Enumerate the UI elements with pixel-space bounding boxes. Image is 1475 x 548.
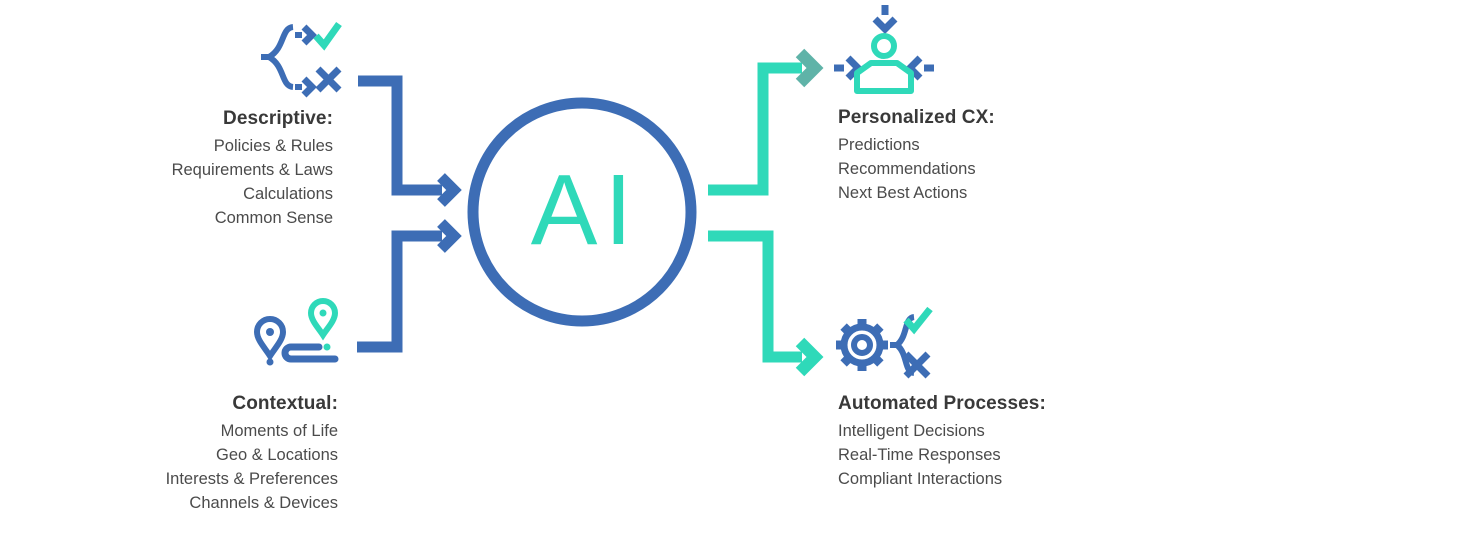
arrow-ai-to-automated-processes <box>708 230 824 377</box>
automated-processes-group: Automated Processes: Intelligent Decisio… <box>838 392 1118 491</box>
automated-processes-item: Intelligent Decisions <box>838 422 985 440</box>
descriptive-item: Policies & Rules <box>213 137 333 155</box>
descriptive-item: Common Sense <box>214 209 333 227</box>
automated-processes-item: Compliant Interactions <box>838 470 1003 488</box>
personalized-cx-item: Predictions <box>838 136 920 154</box>
descriptive-item: Requirements & Laws <box>171 161 333 179</box>
contextual-item: Moments of Life <box>220 422 338 440</box>
gear-decision-icon <box>836 306 933 379</box>
arrow-ai-to-personalized-cx <box>708 48 824 196</box>
decision-branch-check-icon <box>261 21 342 98</box>
arrow-descriptive-to-ai <box>358 75 462 207</box>
location-journey-icon <box>253 297 339 366</box>
contextual-item: Channels & Devices <box>189 494 338 512</box>
descriptive-group: Descriptive: Policies & Rules Requiremen… <box>93 107 333 230</box>
descriptive-item: Calculations <box>243 185 333 203</box>
contextual-group: Contextual: Moments of Life Geo & Locati… <box>98 392 338 515</box>
personalized-cx-group: Personalized CX: Predictions Recommendat… <box>838 106 1118 205</box>
descriptive-title: Descriptive: <box>223 108 333 129</box>
ai-circle <box>467 97 697 327</box>
customer-focus-icon <box>834 5 934 94</box>
automated-processes-title: Automated Processes: <box>838 393 1046 414</box>
personalized-cx-item: Next Best Actions <box>838 184 968 202</box>
contextual-item: Geo & Locations <box>216 446 338 464</box>
contextual-title: Contextual: <box>232 393 338 414</box>
automated-processes-item: Real-Time Responses <box>838 446 1001 464</box>
contextual-item: Interests & Preferences <box>165 470 338 488</box>
ai-circle-label: AI <box>530 154 640 266</box>
arrow-contextual-to-ai <box>357 219 462 353</box>
personalized-cx-item: Recommendations <box>838 160 976 178</box>
personalized-cx-title: Personalized CX: <box>838 107 995 128</box>
